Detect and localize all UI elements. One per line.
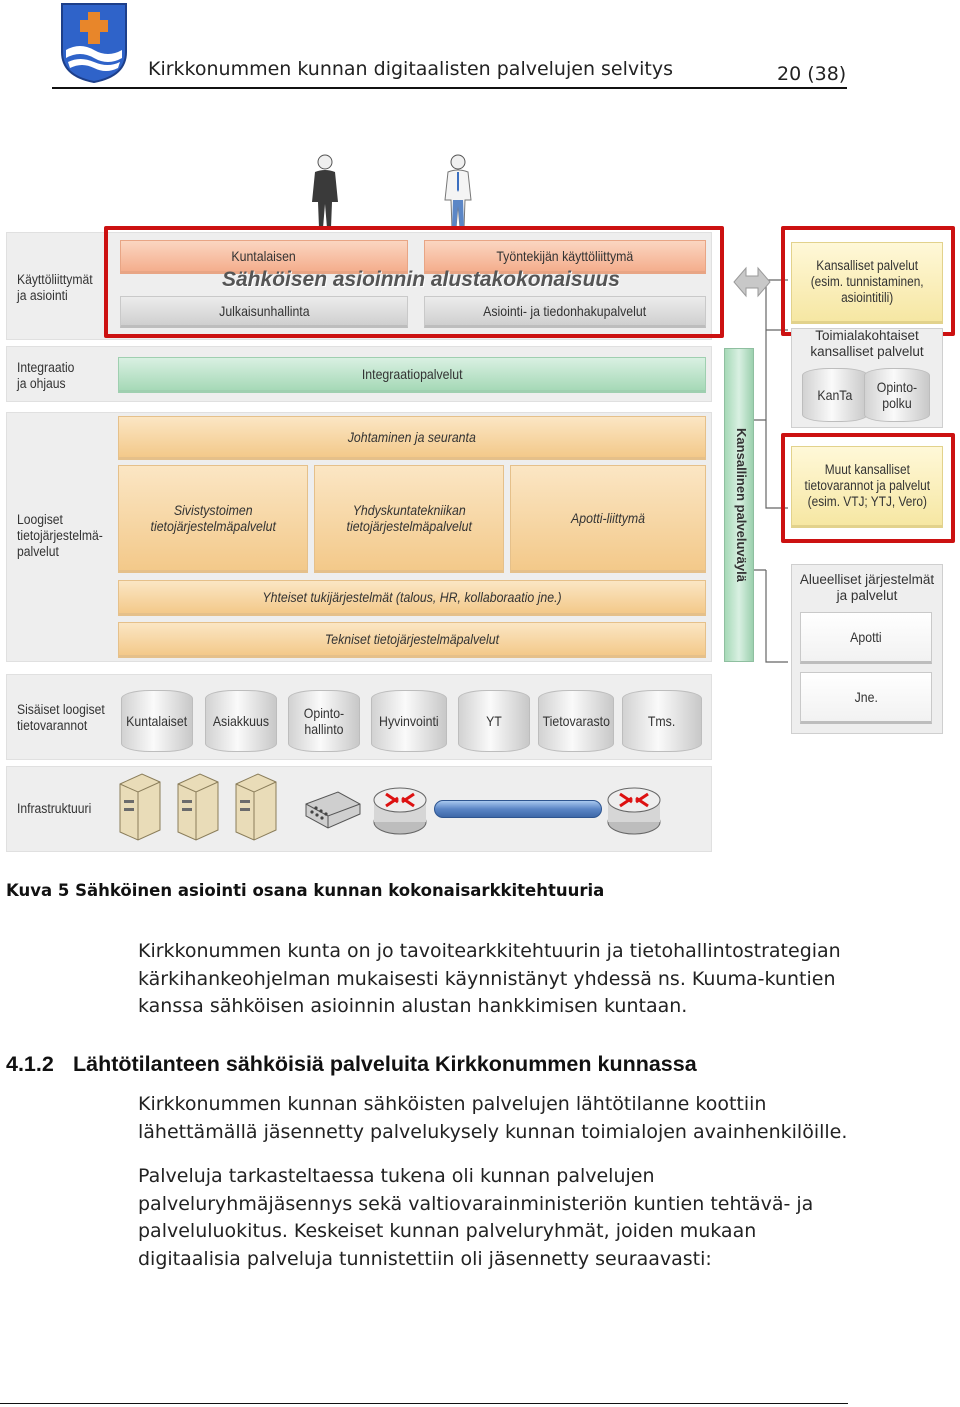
apotti-interface-box: Apotti-liittymä [510,465,706,573]
server-icon [119,773,161,841]
national-bus-label: Kansallinen palveluväylä [734,428,749,582]
other-national-frame [781,433,955,543]
store-tms: Tms. [622,690,702,752]
layer-label-ui: Käyttöliittymät ja asiointi [17,272,93,303]
section-number: 4.1.2 [6,1052,54,1076]
shared-support-box: Yhteiset tukijärjestelmät (talous, HR, k… [118,580,706,616]
network-backbone-pipe [434,800,602,818]
platform-overlay-title: Sähköisen asioinnin alustakokonaisuus [222,268,620,291]
architecture-diagram: Käyttöliittymät ja asiointi Integraatio … [0,150,960,855]
network-switch-icon [305,791,361,829]
other-national-box: Muut kansalliset tietovarannot ja palvel… [791,446,943,528]
platform-highlight-frame [104,226,724,338]
kanta-store: KanTa [802,368,868,422]
community-services-box: Yhdyskuntatekniikan tietojärjestelmäpalv… [314,465,504,573]
double-arrow-icon [733,266,771,298]
citizen-person-icon [312,154,338,228]
section-title: Lähtötilanteen sähköisiä palveluita Kirk… [73,1052,697,1076]
employee-person-icon [444,154,472,229]
publishing-box: Julkaisunhallinta [120,296,408,328]
regional-label: Alueelliset järjestelmät ja palvelut [799,572,935,603]
body-paragraph: Kirkkonummen kunta on jo tavoitearkkiteh… [138,940,841,1017]
technical-services-box: Tekniset tietojärjestelmäpalvelut [118,622,706,658]
integration-services-box: Integraatiopalvelut [118,357,706,393]
sector-services-label: Toimialakohtaiset kansalliset palvelut [810,328,924,359]
body-paragraph: Palveluja tarkasteltaessa tukena oli kun… [138,1165,814,1270]
store-opintohallinto: Opinto- hallinto [288,690,360,752]
national-bus-bar [724,348,754,662]
page-number: 20 (38) [777,63,847,85]
bus-connector-lines [754,279,788,663]
national-services-box: Kansalliset palvelut (esim. tunnistamine… [791,242,943,324]
municipal-crest-logo [61,3,127,84]
figure-caption: Kuva 5 Sähköinen asiointi osana kunnan k… [6,881,605,900]
layer-label-integration: Integraatio ja ohjaus [17,360,75,391]
apotti-box: Apotti [800,612,932,664]
router-icon [607,787,661,835]
server-icon [177,773,219,841]
transactions-box: Asiointi- ja tiedonhakupalvelut [424,296,706,328]
store-tietovarasto: Tietovarasto [538,690,614,752]
store-asiakkuus: Asiakkuus [205,690,277,752]
store-yt: YT [458,690,530,752]
layer-label-storage: Sisäiset loogiset tietovarannot [17,702,105,733]
header-divider [52,87,847,89]
management-box: Johtaminen ja seuranta [118,416,706,460]
store-kuntalaiset: Kuntalaiset [121,690,193,752]
layer-label-infra: Infrastruktuuri [17,801,92,816]
router-icon [373,787,427,835]
employee-ui-box: Työntekijän käyttöliittymä [424,240,706,274]
etc-regional-box: Jne. [800,672,932,724]
footer-divider [0,1403,848,1404]
store-hyvinvointi: Hyvinvointi [371,690,447,752]
document-title: Kirkkonummen kunnan digitaalisten palvel… [148,58,674,80]
body-paragraph: Kirkkonummen kunnan sähköisten palveluje… [138,1093,848,1143]
server-icon [235,773,277,841]
section-heading: 4.1.2 Lähtötilanteen sähköisiä palveluita… [6,1052,697,1077]
education-services-box: Sivistystoimen tietojärjestelmäpalvelut [118,465,308,573]
opintopolku-store: Opinto- polku [864,368,930,422]
citizen-ui-box: Kuntalaisen [120,240,408,274]
layer-label-logical: Loogiset tietojärjestelmä- palvelut [17,512,103,559]
